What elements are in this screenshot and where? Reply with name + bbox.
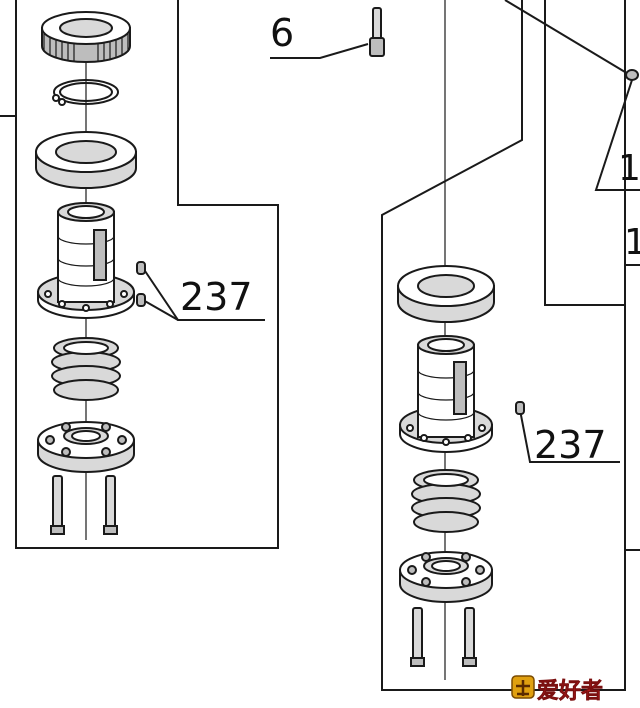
left-pins-237 [136,261,146,307]
right-pin-237 [515,401,525,415]
watermark-text: 爱好者 [537,678,603,704]
part-6-bolt [369,7,385,57]
right-spring [411,469,481,533]
top-right-nut [625,69,639,81]
right-washer [397,265,495,323]
left-flanged-sleeve [37,202,135,319]
left-spring [51,337,121,401]
right-bottom-flange [399,551,493,603]
left-washer [35,131,137,189]
watermark-logo: 爱好者 [511,675,603,704]
left-assembly [35,11,146,535]
label-part-237-right: 237 [534,423,607,467]
label-part-237-left: 237 [180,275,253,319]
right-bolts [410,607,477,667]
left-bottom-flange [37,421,135,473]
left-snap-ring [52,79,119,106]
label-part-1-bottom: 1 [624,222,640,263]
right-flanged-sleeve [399,335,493,453]
left-bolts [50,475,118,535]
label-part-1-top: 1 [618,148,640,189]
right-assembly [397,265,525,667]
left-knurled-nut [41,11,131,63]
label-part-6: 6 [270,11,294,55]
